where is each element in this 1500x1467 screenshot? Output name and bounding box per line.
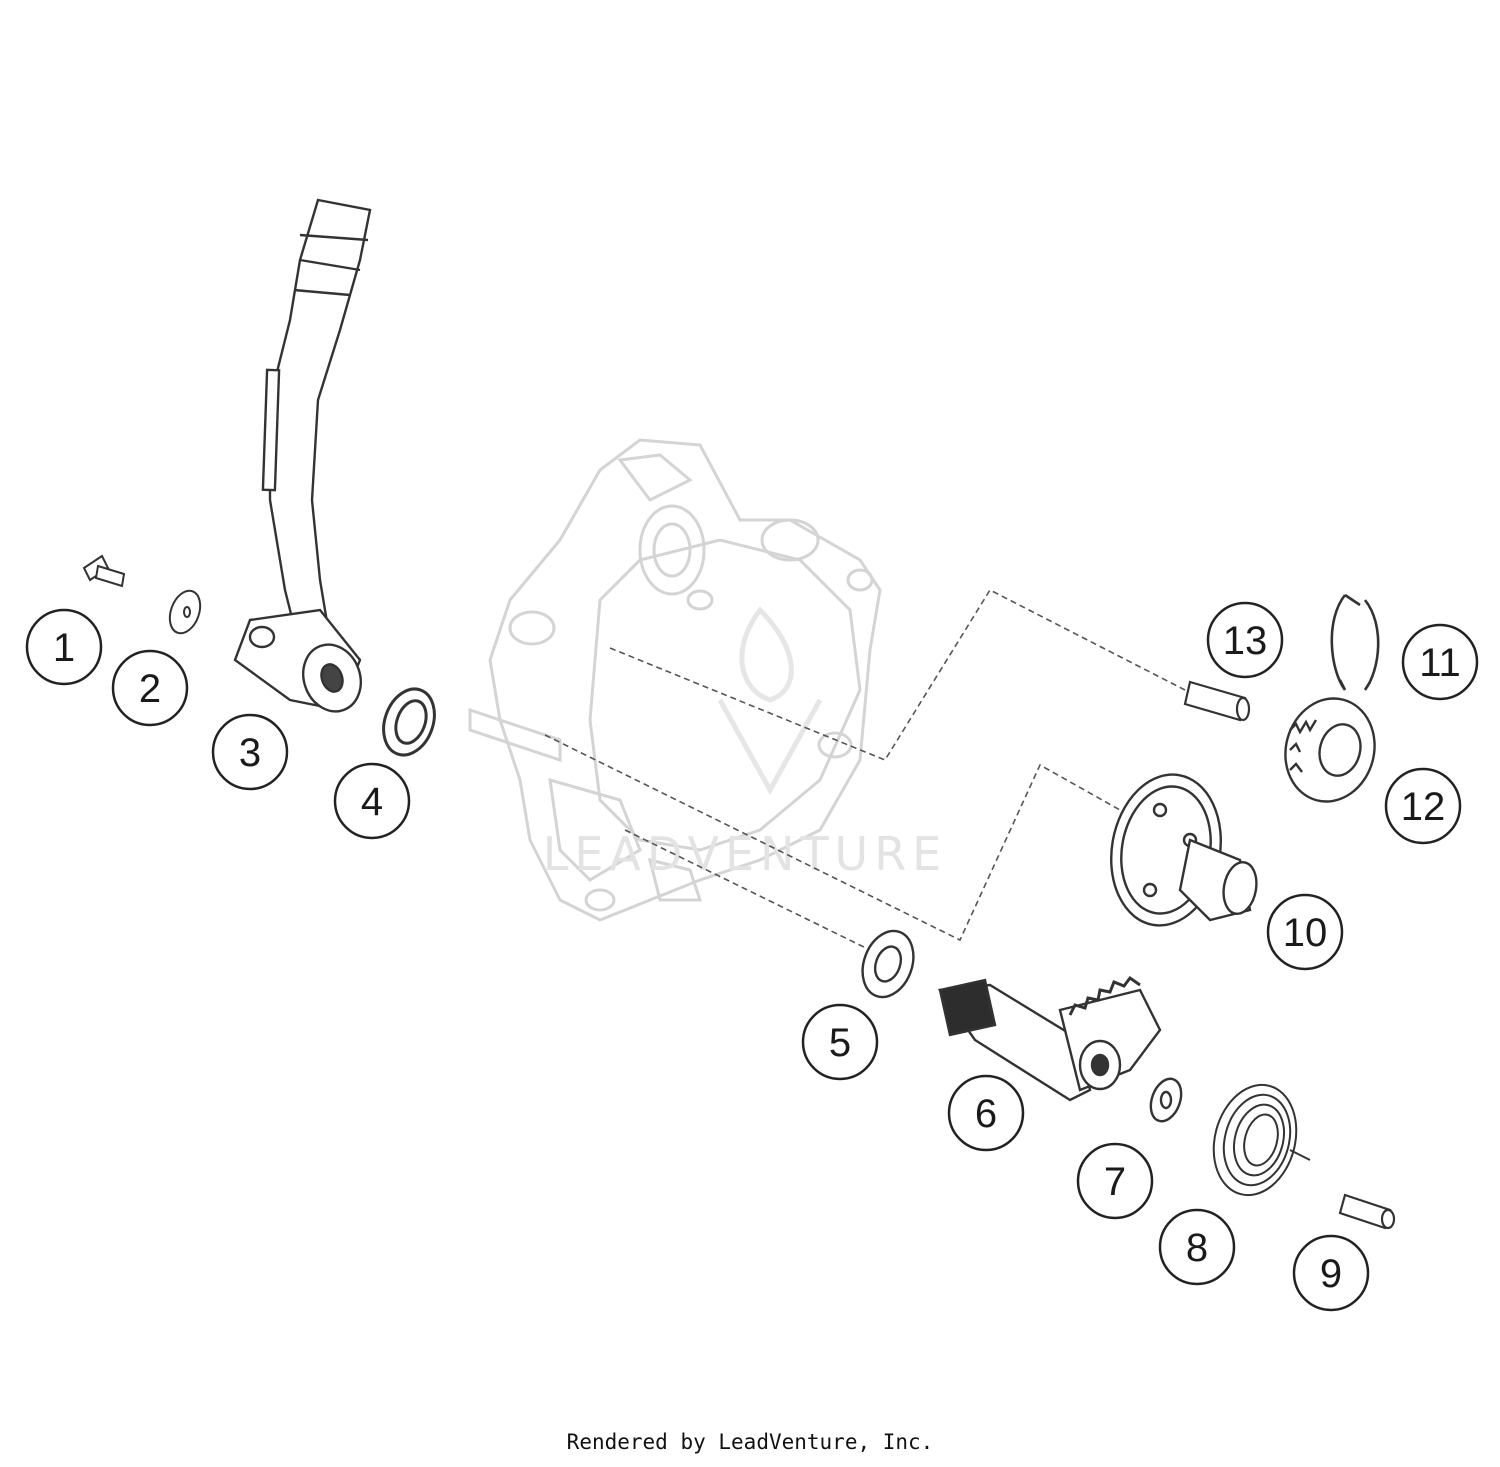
svg-text:10: 10 [1283,911,1328,955]
svg-text:5: 5 [829,1021,851,1065]
part-13-dowel-pin [1183,680,1251,722]
callout-11: 11 [1401,623,1479,701]
part-9-pin [1338,1193,1396,1230]
svg-text:12: 12 [1401,785,1446,829]
callout-13: 13 [1206,601,1284,679]
svg-text:8: 8 [1186,1226,1208,1270]
svg-text:2: 2 [139,667,161,711]
callout-4: 4 [333,762,411,840]
part-7-washer [1149,1077,1183,1123]
callout-5: 5 [801,1003,879,1081]
leader-lines [544,588,1186,951]
crankcase-cover [468,438,882,922]
part-4-seal [382,687,436,757]
svg-text:4: 4 [361,780,383,824]
part-12-small-gear [1284,697,1376,803]
callout-8: 8 [1158,1208,1236,1286]
callout-10: 10 [1266,893,1344,971]
part-8-spring [1212,1083,1311,1197]
svg-text:7: 7 [1104,1160,1126,1204]
callout-1: 1 [25,608,103,686]
part-6-kick-shaft [937,975,1162,1102]
callout-7: 7 [1076,1142,1154,1220]
watermark-text: LEADVENTURE [543,827,948,881]
svg-text:3: 3 [239,731,261,775]
part-1-screw [82,554,126,588]
svg-text:13: 13 [1223,619,1268,663]
callout-2: 2 [111,649,189,727]
part-5-washer [861,929,915,999]
svg-text:6: 6 [975,1092,997,1136]
svg-text:1: 1 [53,626,75,670]
part-11-circlip [1330,593,1380,691]
part-2-washer [168,589,202,635]
part-3-kick-starter [233,198,372,713]
svg-text:9: 9 [1320,1252,1342,1296]
callout-9: 9 [1292,1234,1370,1312]
part-10-gear [1110,773,1258,927]
callout-3: 3 [211,713,289,791]
callout-6: 6 [947,1074,1025,1152]
svg-text:11: 11 [1419,641,1461,685]
watermark-logo [717,606,823,796]
footer-credit: Rendered by LeadVenture, Inc. [566,1430,934,1454]
callout-12: 12 [1384,767,1462,845]
